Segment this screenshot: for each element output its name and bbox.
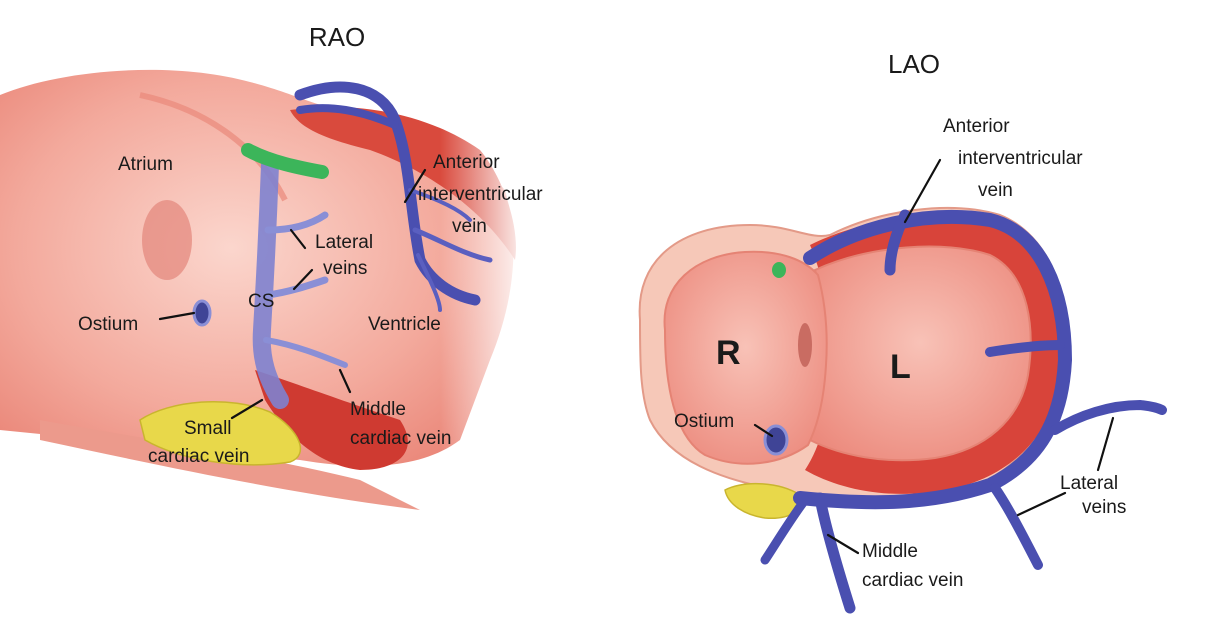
- lao-anterior-iv-vein: [884, 209, 911, 276]
- lao-title: LAO: [888, 49, 940, 79]
- rao-anterior-iv-vein: [294, 81, 481, 306]
- rao-coronary-sinus: [252, 156, 289, 409]
- lao-middle-cardiac-label-1: Middle: [862, 541, 918, 562]
- rao-anterior-iv-label-1: Anterior: [433, 152, 500, 173]
- rao-fossa: [142, 200, 192, 280]
- rao-lateral-vein-3: [263, 337, 348, 368]
- rao-green-marker: [241, 143, 329, 179]
- lao-middle-cardiac-label-2: cardiac vein: [862, 570, 963, 591]
- rao-small-cardiac-label-2: cardiac vein: [148, 446, 249, 467]
- lao-ostium-label: Ostium: [674, 411, 734, 432]
- rao-lateral-vein-1: [264, 211, 329, 234]
- rao-ventricle-label: Ventricle: [368, 314, 441, 335]
- rao-middle-cardiac-label-1: Middle: [350, 399, 406, 420]
- lao-view: LAO Anterior interventricular vein R L O…: [638, 49, 1167, 614]
- lao-lateral-branch-1: [985, 340, 1065, 357]
- lao-rv-chamber: [663, 250, 828, 465]
- rao-cs-label: CS: [248, 291, 274, 312]
- rao-lateral-vein-2: [264, 276, 329, 299]
- lao-inferior-branch: [760, 495, 810, 565]
- lao-ostium-opening: [763, 424, 789, 456]
- rao-atrium-label: Atrium: [118, 154, 173, 175]
- lao-great-cardiac-vein: [793, 209, 1073, 510]
- lao-middle-cardiac-vein: [814, 492, 856, 614]
- lao-lateral-veins-label-2: veins: [1082, 497, 1126, 518]
- lao-anterior-iv-label-3: vein: [978, 180, 1013, 201]
- lao-fat-pad: [724, 482, 802, 519]
- rao-middle-cardiac-label-2: cardiac vein: [350, 428, 451, 449]
- lao-lateral-veins-label-1: Lateral: [1060, 473, 1118, 494]
- rao-anterior-iv-label-3: vein: [452, 216, 487, 237]
- lao-l-label: L: [890, 348, 911, 386]
- rao-view: RAO Atrium Anterior interventricular vei…: [0, 22, 543, 530]
- lao-green-marker: [772, 262, 786, 278]
- lao-anterior-iv-label-2: interventricular: [958, 148, 1083, 169]
- rao-fat-pad: [139, 400, 301, 466]
- rao-small-cardiac-label-1: Small: [184, 418, 232, 439]
- rao-lateral-veins-label-2: veins: [323, 258, 367, 279]
- rao-anterior-iv-label-2: interventricular: [418, 184, 543, 205]
- rao-ostium-opening: [192, 299, 212, 327]
- rao-ostium-label: Ostium: [78, 314, 138, 335]
- rao-inferior-strip: [40, 420, 420, 510]
- rao-myocardium-lower: [255, 370, 408, 470]
- rao-lateral-veins-label-1: Lateral: [315, 232, 373, 253]
- lao-septal-groove: [798, 323, 812, 367]
- lao-lateral-branch-3: [990, 483, 1043, 570]
- rao-title: RAO: [309, 22, 365, 52]
- lao-anterior-iv-label-1: Anterior: [943, 116, 1010, 137]
- lao-lateral-branch-2: [1050, 399, 1167, 435]
- lao-r-label: R: [716, 334, 741, 372]
